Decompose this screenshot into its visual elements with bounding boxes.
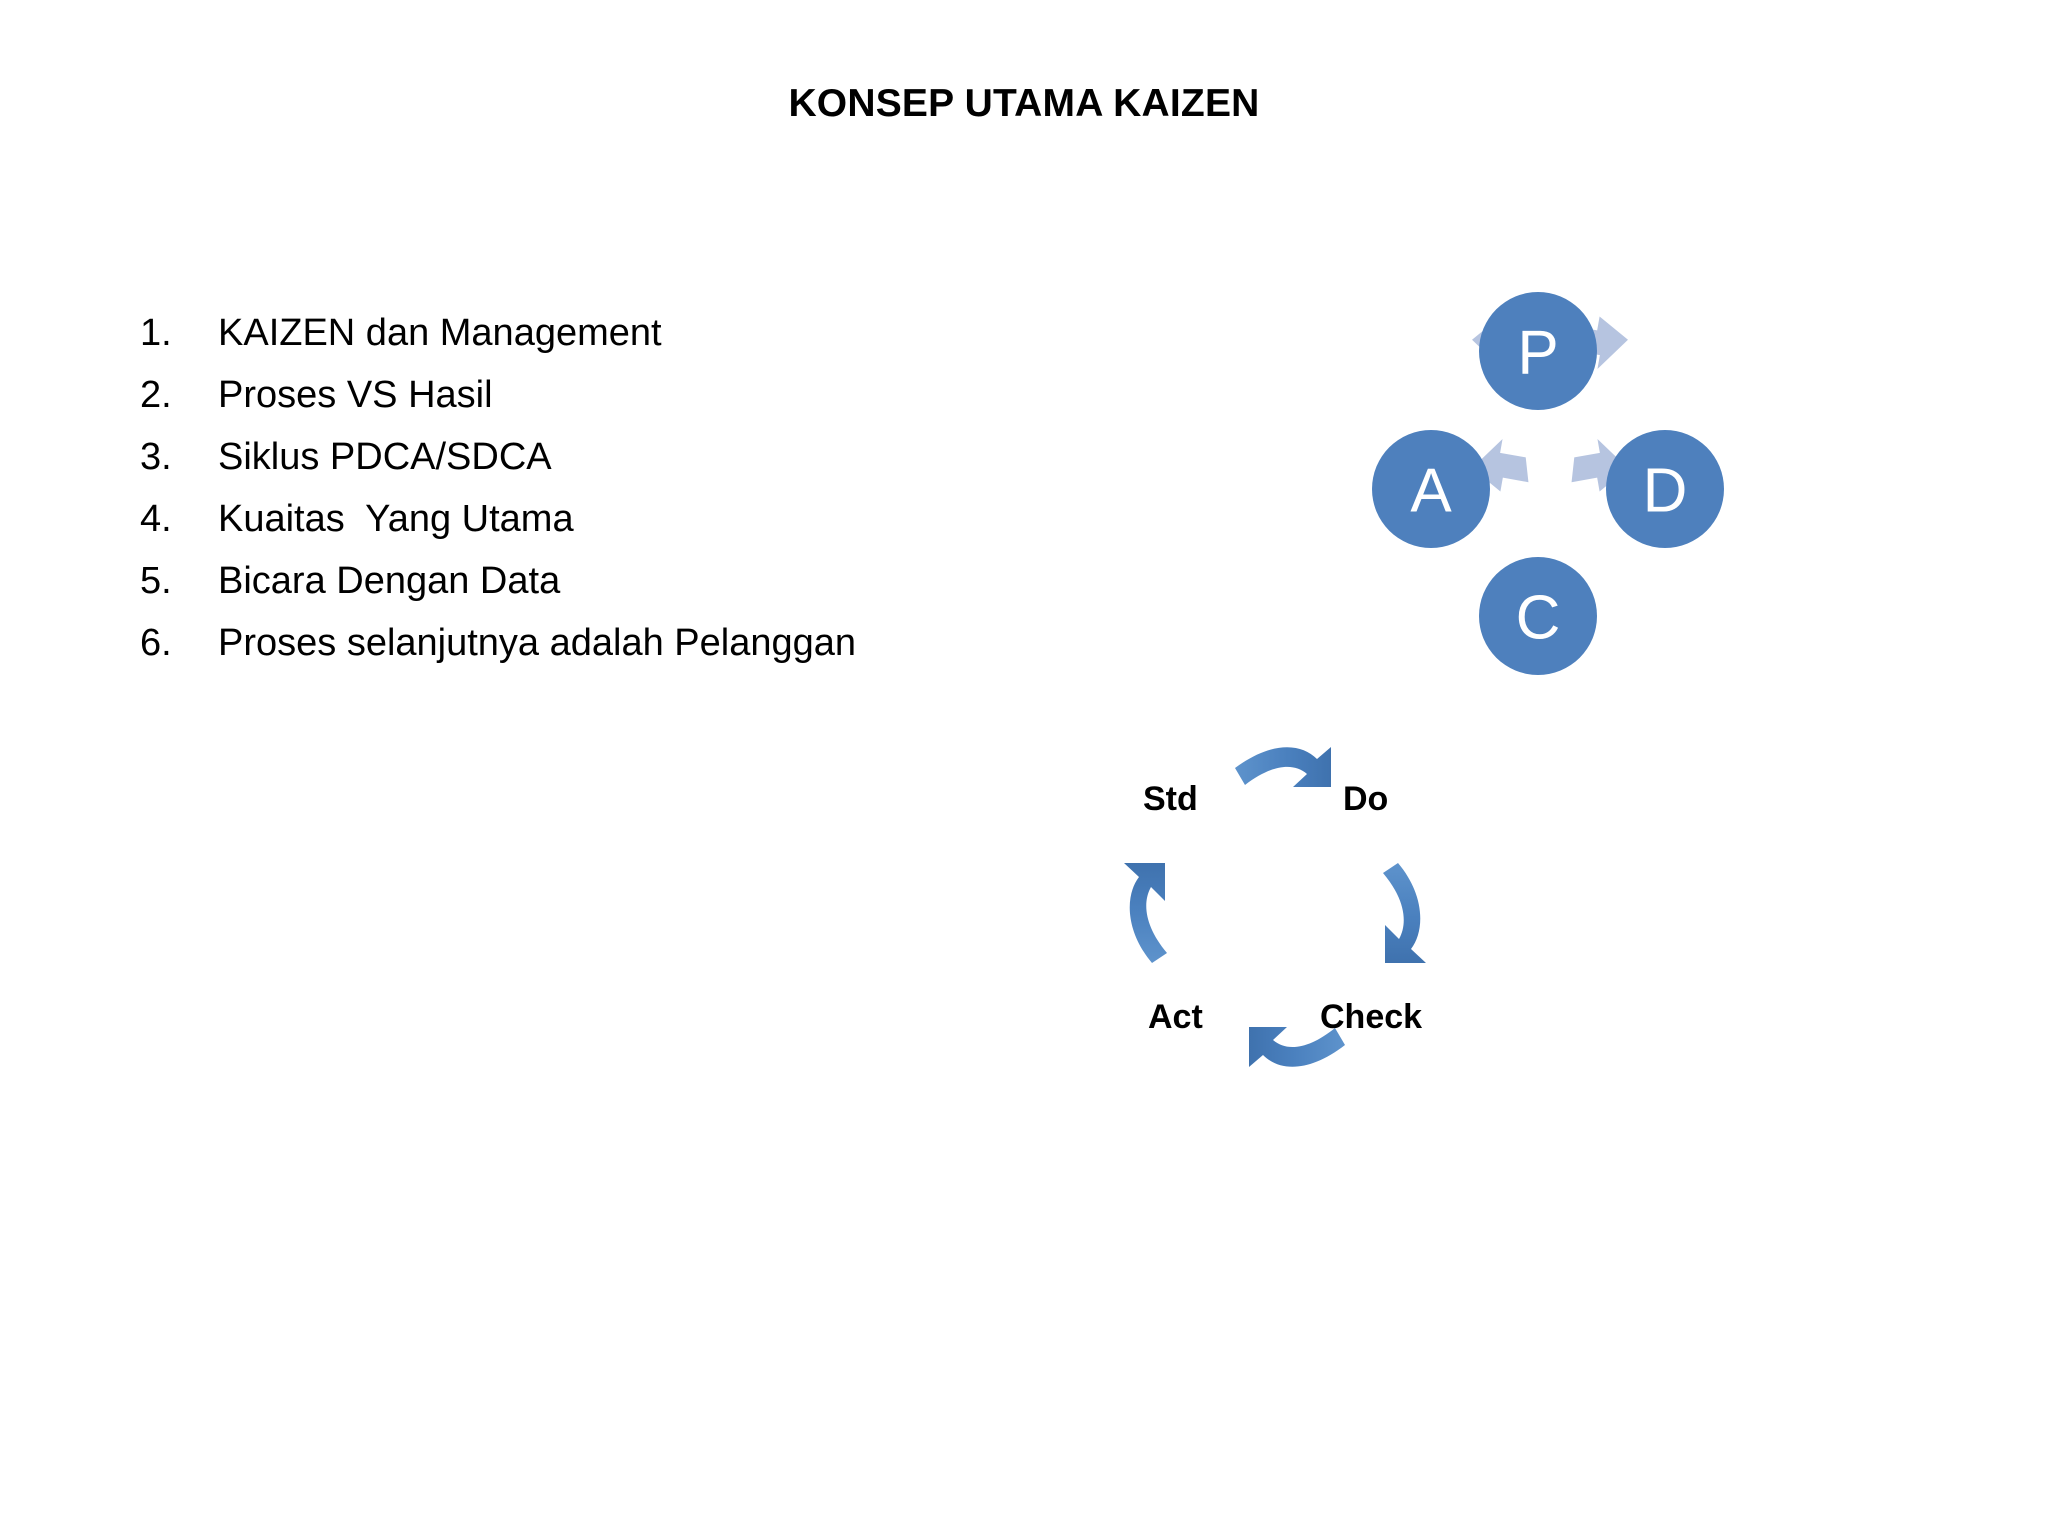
list-item: 6. Proses selanjutnya adalah Pelanggan [140,612,1060,674]
sdca-label-check: Check [1320,998,1423,1036]
sdca-cycle-diagram: Std Do Check Act [1095,735,1495,1115]
list-item: 2. Proses VS Hasil [140,364,1060,426]
sdca-label-std: Std [1143,780,1198,818]
list-item-number: 1. [140,312,172,354]
list-item-number: 3. [140,436,172,478]
sdca-arrow-std-to-do [1235,747,1331,787]
pdca-node-plan-letter: P [1517,319,1558,388]
pdca-node-do-letter: D [1643,457,1688,526]
list-item-number: 4. [140,498,172,540]
pdca-node-check-letter: C [1516,584,1561,653]
sdca-label-act: Act [1148,998,1203,1036]
pdca-wheel-diagram: P D C A [1355,275,1745,685]
list-item: 1. KAIZEN dan Management [140,302,1060,364]
list-item: 4. Kuaitas Yang Utama [140,488,1060,550]
list-item-number: 2. [140,374,172,416]
concept-list: 1. KAIZEN dan Management 2. Proses VS Ha… [140,302,1060,674]
sdca-arrow-act-to-std [1124,863,1167,963]
pdca-node-act: A [1372,430,1490,548]
list-item: 3. Siklus PDCA/SDCA [140,426,1060,488]
pdca-node-do: D [1606,430,1724,548]
list-item-number: 5. [140,560,172,602]
list-item: 5. Bicara Dengan Data [140,550,1060,612]
list-item-label: KAIZEN dan Management [218,312,662,354]
sdca-arrow-do-to-check [1383,863,1426,963]
list-item-number: 6. [140,622,172,664]
page-title: KONSEP UTAMA KAIZEN [788,82,1260,125]
list-item-label: Siklus PDCA/SDCA [218,436,552,478]
list-item-label: Proses VS Hasil [218,374,493,416]
list-item-label: Proses selanjutnya adalah Pelanggan [218,622,857,664]
sdca-label-do: Do [1343,780,1389,818]
sdca-arrow-check-to-act [1249,1027,1345,1067]
pdca-node-check: C [1479,557,1597,675]
list-item-label: Kuaitas Yang Utama [218,498,574,540]
list-item-label: Bicara Dengan Data [218,560,561,602]
pdca-node-plan: P [1479,292,1597,410]
pdca-node-act-letter: A [1410,457,1452,526]
